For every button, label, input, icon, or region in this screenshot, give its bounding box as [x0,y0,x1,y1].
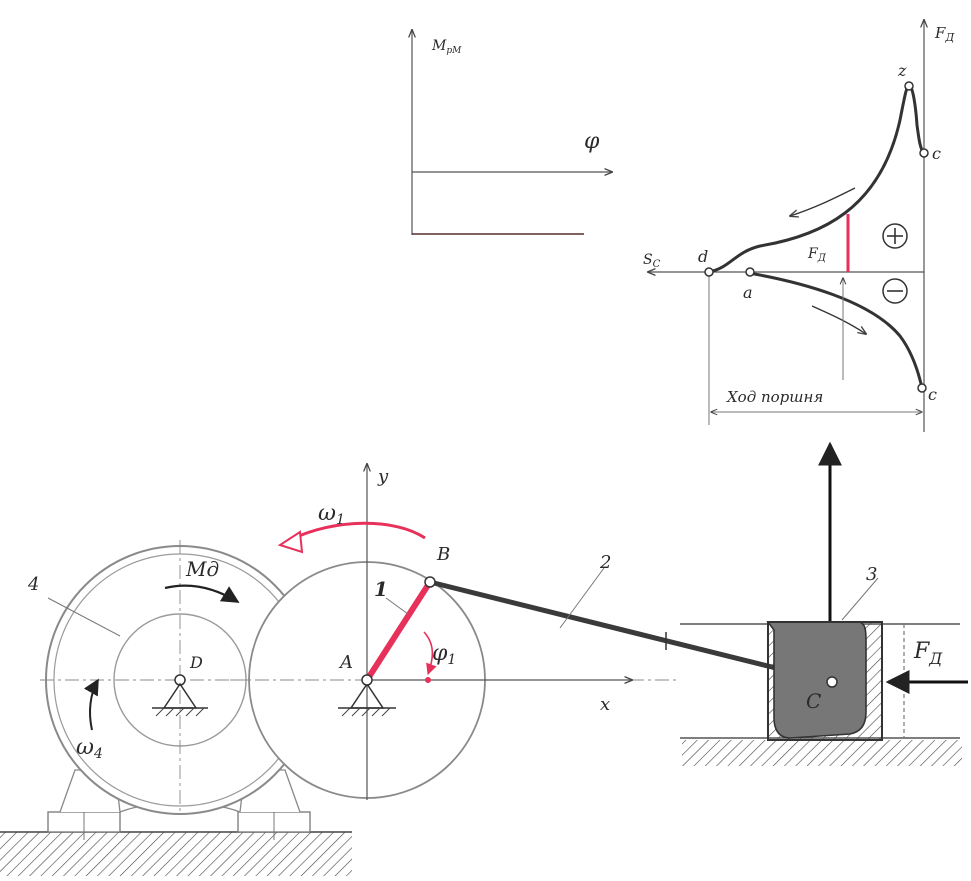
indicator-lower-curve [747,271,924,390]
foundation [0,769,352,876]
moment-chart-ylabel: MрМ [431,38,462,56]
indicator-lower-direction-arrow [811,305,866,334]
label-A: A [338,652,353,673]
joint-B [424,576,436,588]
indicator-upper-curve [707,83,926,274]
label-omega4: ω4 [76,735,103,762]
connecting-rod [427,579,835,685]
indicator-stroke-label: Ход поршня [726,388,823,406]
label-phi1: φ1 [432,641,456,668]
omega4-arrow [83,678,99,731]
label-4: 4 [27,574,39,595]
leader-4 [47,597,121,637]
motor-torque-arrow [164,584,240,603]
label-Md: Mд [185,557,219,581]
label-omega1: ω1 [318,501,345,528]
joint-A [361,674,373,686]
indicator-label-d: d [698,247,708,266]
cylinder [680,623,962,766]
support-D [152,682,208,717]
indicator-point-c-bottom [917,383,927,393]
indicator-diagram: FД SC z c d a c FД Ход поршня [643,20,955,432]
label-3: 3 [866,564,877,585]
indicator-label-c-top: c [932,144,941,163]
label-1: 1 [374,577,388,601]
indicator-label-z: z [897,61,907,80]
omega1-arrow [289,521,426,542]
phi1-arc [423,631,437,676]
leader-3 [841,577,879,621]
indicator-label-c-bottom: c [928,385,937,404]
leader-2 [559,567,605,629]
indicator-minus-sign [882,278,908,304]
indicator-point-c-top [919,148,929,158]
indicator-force-label: FД [807,246,827,264]
omega1-arrowhead [277,530,304,554]
joint-C [826,676,838,688]
label-C: C [806,689,821,713]
label-y: y [377,466,389,487]
indicator-plus-sign [882,223,908,249]
indicator-upper-direction-arrow [790,187,856,216]
support-A [338,682,396,717]
label-2: 2 [599,552,611,573]
indicator-point-d [704,267,714,277]
crank [364,579,433,683]
piston [766,621,883,741]
label-B: B [436,544,450,565]
indicator-s-label: SC [643,252,661,270]
leader-1 [385,597,409,615]
indicator-point-a [745,267,755,277]
label-D: D [189,653,203,672]
label-FD: FД [913,639,943,668]
mechanism: 4 Mд D ω4 y x ω1 2 [0,464,968,876]
moment-chart: MрМ φ [412,30,612,235]
label-x: x [600,694,610,715]
indicator-point-z [904,81,914,91]
indicator-label-a: a [743,283,753,302]
indicator-axis-label: FД [934,24,955,44]
moment-chart-xlabel: φ [584,129,600,154]
phi1-dot [425,677,431,683]
